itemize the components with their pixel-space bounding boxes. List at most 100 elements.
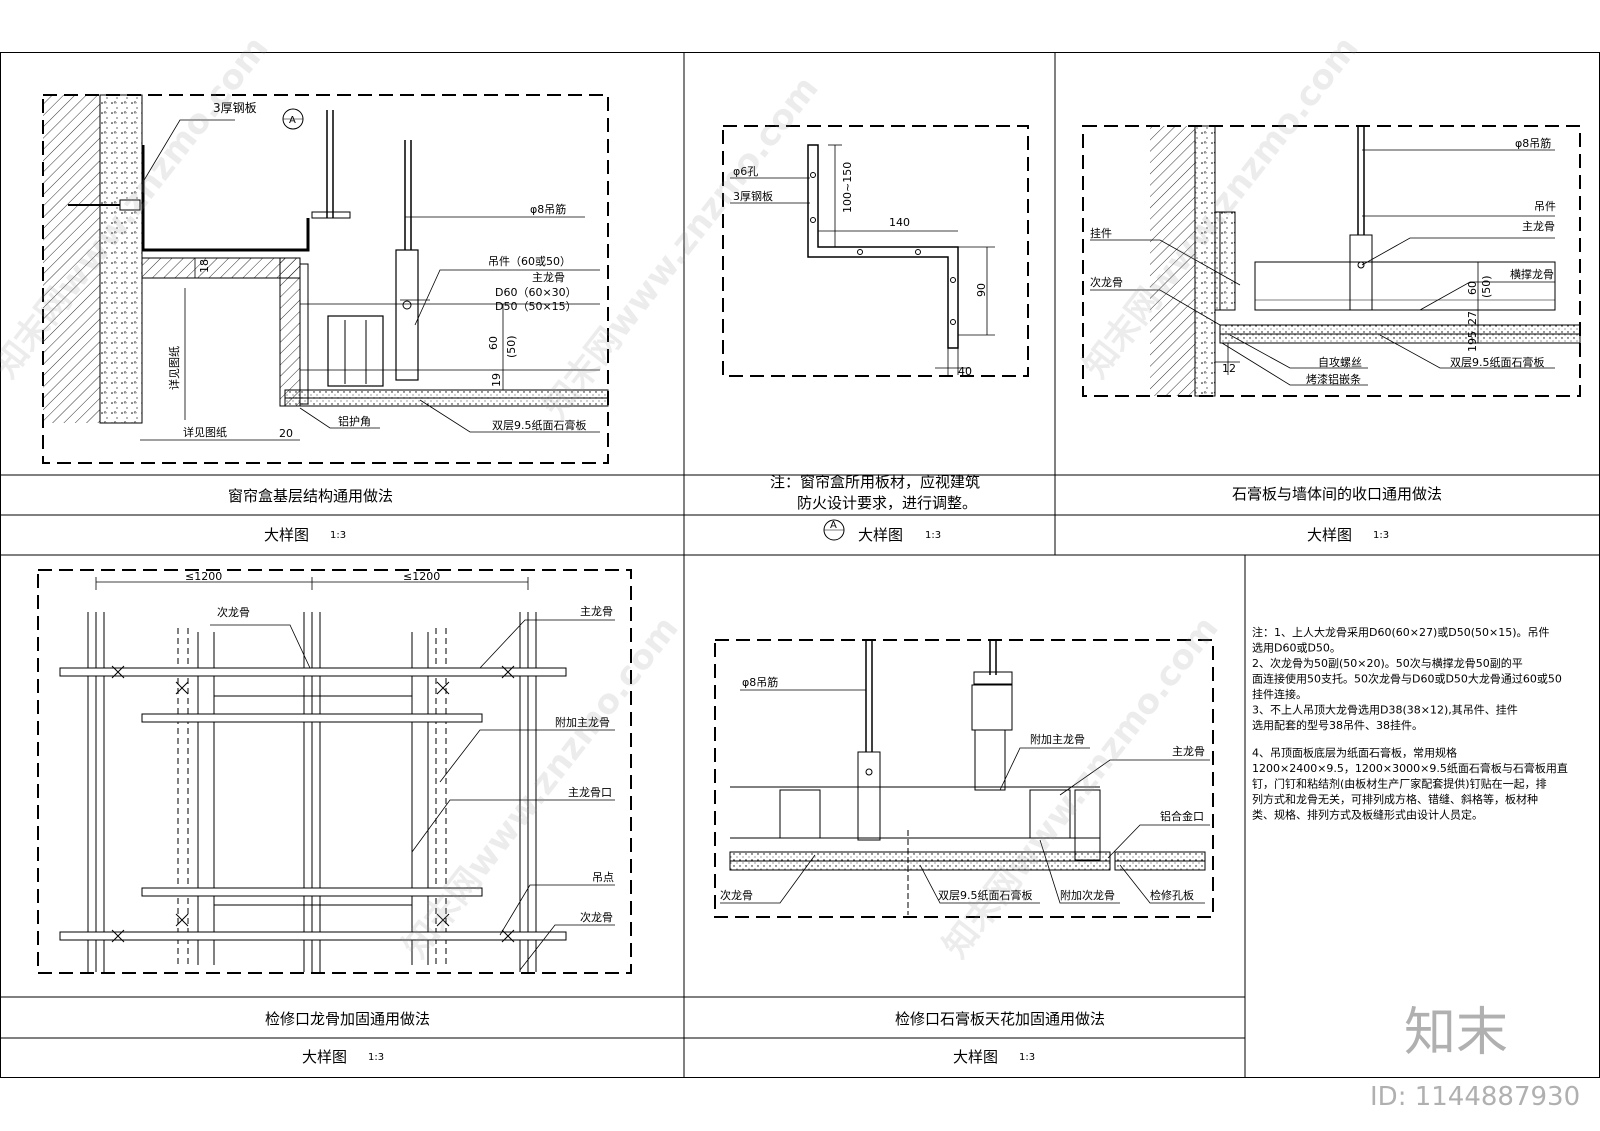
dim-100-150: 100~150 — [841, 162, 854, 213]
dim-5: 5 — [1466, 331, 1479, 338]
detail-boundary — [37, 569, 632, 974]
main-keel-top — [59, 667, 567, 677]
label-hang-point: 吊点 — [592, 871, 614, 884]
panel-title-curtain-box: 窗帘盒基层结构通用做法 — [228, 487, 393, 505]
label-steel-plate: 3厚钢板 — [213, 101, 257, 115]
label-secondary-keel: 次龙骨 — [720, 888, 753, 902]
main-keel-bottom — [59, 931, 567, 941]
note-line: 面连接使用50支托。50次龙骨与D60或D50大龙骨通过60或50 — [1252, 672, 1562, 686]
label-access-panel: 检修孔板 — [1150, 888, 1194, 902]
label-hanger-rod: φ8吊筋 — [530, 202, 566, 216]
scale-value: 1:3 — [925, 530, 941, 541]
hanger — [395, 249, 419, 381]
scale-label: 大样图 — [264, 526, 309, 544]
label-secondary-keel-bottom: 次龙骨 — [580, 910, 613, 924]
label-screw: 自攻螺丝 — [1318, 355, 1362, 369]
dim-18: 18 — [198, 259, 211, 273]
dim-140: 140 — [889, 216, 910, 229]
hang-points — [111, 665, 515, 943]
dim-19: 19 — [490, 373, 503, 387]
label-see-drawing-vertical: 详见图纸 — [167, 346, 181, 390]
dim-1200-left: ≤1200 — [185, 570, 222, 583]
note-line: 类、规格、排列方式及板缝形式由设计人员定。 — [1252, 808, 1483, 822]
scale-value: 1:3 — [1373, 530, 1389, 541]
extra-main-keel-bottom — [141, 887, 483, 897]
wall-hatch — [43, 95, 100, 423]
detail-boundary — [1082, 125, 1581, 397]
watermark-id: ID: 1144887930 — [1370, 1082, 1580, 1112]
dim-50: (50) — [505, 335, 518, 358]
label-hanger-rod: φ8吊筋 — [1515, 136, 1551, 150]
note-line: 列方式和龙骨无关，可排列成方格、错缝、斜格等，板材种 — [1252, 792, 1538, 806]
wall-plaster — [99, 94, 143, 424]
note-line-2: 防火设计要求，进行调整。 — [797, 494, 977, 512]
note-line: 2、次龙骨为50副(50×20)。50次与横撑龙骨50副的平 — [1252, 656, 1523, 670]
label-see-drawing-horizontal: 详见图纸 — [183, 425, 227, 439]
label-hanger: 吊件（60或50） — [488, 255, 571, 268]
dim-12: 12 — [1222, 362, 1236, 375]
label-pendant: 挂件 — [1090, 226, 1112, 240]
note-line: 注：1、上人大龙骨采用D60(60×27)或D50(50×15)。吊件 — [1252, 625, 1550, 639]
label-hanger: 吊件 — [1534, 200, 1556, 213]
label-double-gypsum: 双层9.5纸面石膏板 — [492, 418, 587, 432]
label-main-keel: 主龙骨 — [1172, 745, 1205, 758]
note-line: 选用D60或D50。 — [1252, 642, 1341, 655]
label-extra-main-keel: 附加主龙骨 — [1030, 732, 1085, 746]
watermark-logo: 知末 — [1404, 1003, 1508, 1063]
dim-50: (50) — [1480, 275, 1493, 298]
label-secondary-keel: 次龙骨 — [1090, 275, 1123, 289]
label-aluminum-strip: 烤漆铝嵌条 — [1306, 372, 1361, 386]
scale-value: 1:3 — [368, 1052, 384, 1063]
scale-label: 大样图 — [1307, 526, 1352, 544]
label-extra-main-keel: 附加主龙骨 — [555, 715, 610, 729]
dim-27: 27 — [1466, 311, 1479, 325]
label-main-keel: 主龙骨 — [1522, 220, 1555, 233]
detail-boundary — [714, 639, 1214, 918]
steel-plate — [141, 145, 310, 252]
label-aluminum-corner: 铝护角 — [338, 414, 371, 428]
general-notes: 注：1、上人大龙骨采用D60(60×27)或D50(50×15)。吊件选用D60… — [1252, 625, 1568, 822]
panel-access-gypsum: φ8吊筋 附加主龙骨 主龙骨 铝合金口 次龙骨 双层9.5纸面石膏板 附加次龙骨… — [714, 639, 1214, 1066]
callout-A: A — [289, 115, 296, 126]
extra-main-keel-top — [141, 713, 483, 723]
label-double-gypsum: 双层9.5纸面石膏板 — [938, 888, 1033, 902]
note-line: 钉，门钉和粘结剂(由板材生产厂家配套提供)钉贴在一起，排 — [1252, 777, 1547, 791]
panel-title-access-keel: 检修口龙骨加固通用做法 — [265, 1010, 430, 1028]
label-hole: φ6孔 — [733, 165, 758, 178]
dim-19: 19 — [1466, 338, 1479, 352]
dim-20: 20 — [279, 427, 293, 440]
scale-value: 1:3 — [1019, 1052, 1035, 1063]
scale-value: 1:3 — [330, 530, 346, 541]
panel-wall-edge: φ8吊筋 吊件 主龙骨 挂件 横撑龙骨 次龙骨 60 (50) 27 5 19 … — [1082, 125, 1581, 544]
note-line: 挂件连接。 — [1252, 687, 1307, 701]
detail-boundary — [722, 125, 1029, 377]
label-aluminum-edge: 铝合金口 — [1160, 809, 1204, 823]
label-cross-keel: 横撑龙骨 — [1510, 267, 1554, 281]
panel-steel-plate-detail: φ6孔 3厚钢板 100~150 140 90 40 注：窗帘盒所用板材，应视建… — [722, 125, 1029, 544]
label-steel-plate: 3厚钢板 — [733, 189, 773, 203]
label-main-keel: 主龙骨 — [580, 605, 613, 618]
panel-curtain-box: 3厚钢板 A φ8吊筋 吊件（60或50） 主龙骨 D60（60×30） D50… — [42, 94, 609, 544]
panel-title-access-gypsum: 检修口石膏板天花加固通用做法 — [895, 1010, 1105, 1028]
dim-60: 60 — [1466, 281, 1479, 295]
scale-label: 大样图 — [858, 526, 903, 544]
dim-1200-right: ≤1200 — [403, 570, 440, 583]
dim-90: 90 — [975, 283, 988, 297]
callout-A: A — [830, 520, 837, 531]
panel-title-wall-edge: 石膏板与墙体间的收口通用做法 — [1232, 485, 1442, 503]
note-line: 3、不上人吊顶大龙骨选用D38(38×12),其吊件、挂件 — [1252, 703, 1518, 717]
steel-plate-profile — [807, 144, 959, 349]
label-d50: D50（50×15） — [495, 300, 577, 313]
watermark-text-2: 知末网www.znzmo.com — [536, 69, 827, 426]
dim-60: 60 — [487, 336, 500, 350]
secondary-keels-vertical — [87, 612, 537, 972]
note-line: 选用配套的型号38吊件、38挂件。 — [1252, 718, 1423, 732]
label-secondary-keel-top: 次龙骨 — [217, 605, 250, 619]
label-main-keel-opening: 主龙骨口 — [568, 786, 612, 799]
scale-label: 大样图 — [302, 1048, 347, 1066]
label-hanger-rod: φ8吊筋 — [742, 675, 778, 689]
label-extra-secondary-keel: 附加次龙骨 — [1060, 888, 1115, 902]
note-line: 4、吊顶面板底层为纸面石膏板，常用规格 — [1252, 746, 1457, 760]
panel-access-keel: ≤1200 ≤1200 次龙骨 主龙骨 附加主龙骨 主龙骨口 吊点 次龙骨 检修… — [37, 569, 632, 1066]
